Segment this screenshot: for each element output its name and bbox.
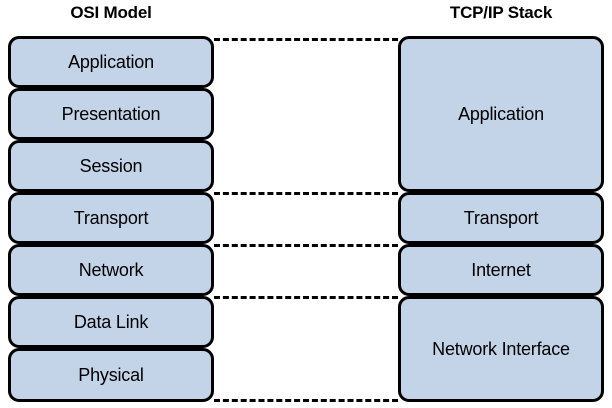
tcpip-layer-box[interactable]: Transport — [398, 192, 604, 244]
mapping-divider-line — [214, 244, 398, 247]
osi-layer-label: Transport — [73, 208, 149, 228]
tcpip-layer-box[interactable]: Internet — [398, 244, 604, 296]
osi-layer-box[interactable]: Physical — [8, 348, 214, 402]
mapping-divider-line — [214, 192, 398, 195]
tcpip-layer-label: Internet — [471, 260, 531, 280]
osi-layer-label: Physical — [78, 365, 144, 385]
osi-layer-box[interactable]: Transport — [8, 192, 214, 244]
osi-layer-box[interactable]: Presentation — [8, 88, 214, 140]
osi-layer-box[interactable]: Network — [8, 244, 214, 296]
mapping-divider-line — [214, 38, 398, 41]
mapping-divider-line — [214, 399, 398, 402]
mapping-divider-line — [214, 296, 398, 299]
tcpip-layer-box[interactable]: Application — [398, 36, 604, 192]
osi-layer-box[interactable]: Data Link — [8, 296, 214, 348]
osi-layer-label: Network — [78, 260, 144, 280]
tcpip-stack-column-title: TCP/IP Stack — [449, 3, 553, 22]
tcpip-layer-label: Transport — [463, 208, 539, 228]
osi-layer-label: Session — [79, 156, 143, 176]
osi-model-column-title: OSI Model — [70, 3, 152, 22]
osi-layer-label: Application — [68, 52, 154, 72]
osi-layer-label: Presentation — [61, 104, 161, 124]
osi-layer-box[interactable]: Application — [8, 36, 214, 88]
osi-layer-label: Data Link — [73, 312, 149, 332]
osi-layer-box[interactable]: Session — [8, 140, 214, 192]
tcpip-layer-box[interactable]: Network Interface — [398, 296, 604, 402]
tcpip-layer-label: Application — [458, 104, 544, 124]
tcpip-layer-label: Network Interface — [432, 339, 570, 359]
